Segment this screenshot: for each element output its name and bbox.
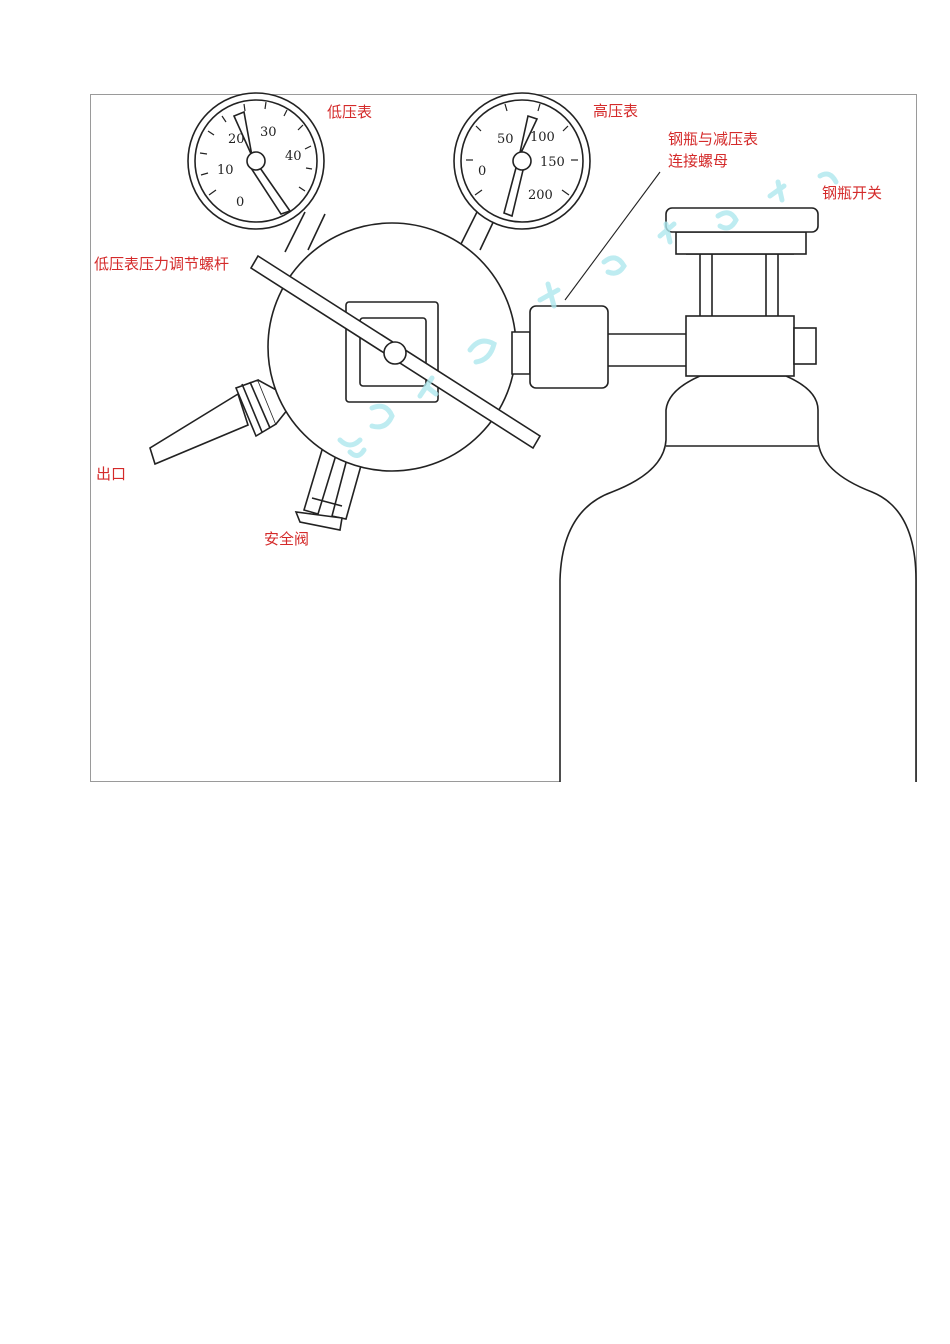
cylinder-pipe xyxy=(608,333,686,367)
label-adjust-screw: 低压表压力调节螺杆 xyxy=(94,255,229,273)
label-safety-valve: 安全阀 xyxy=(264,530,309,548)
high-gauge-tick-labels: 0 50 100 150 200 xyxy=(478,130,565,203)
high-tick-150: 150 xyxy=(540,155,565,170)
high-tick-0: 0 xyxy=(478,164,486,179)
label-connect-nut-line1: 钢瓶与减压表 xyxy=(668,130,758,148)
low-pressure-gauge xyxy=(187,92,325,230)
low-tick-30: 30 xyxy=(260,125,277,140)
low-tick-20: 20 xyxy=(228,132,245,147)
high-pressure-gauge xyxy=(453,92,591,230)
connect-nut-leader-line xyxy=(564,171,661,301)
watermark xyxy=(337,171,839,458)
outlet-nozzle xyxy=(149,378,294,466)
connector-pipe xyxy=(511,331,531,375)
high-tick-200: 200 xyxy=(528,188,553,203)
low-tick-0: 0 xyxy=(236,195,244,210)
high-tick-50: 50 xyxy=(497,132,514,147)
connecting-nut xyxy=(529,305,609,389)
adjust-screw-handle xyxy=(249,254,542,450)
label-high-gauge: 高压表 xyxy=(593,102,638,120)
low-tick-40: 40 xyxy=(285,149,302,164)
safety-valve-shape xyxy=(294,449,363,531)
label-cylinder-switch: 钢瓶开关 xyxy=(822,184,882,202)
low-tick-10: 10 xyxy=(217,163,234,178)
high-tick-100: 100 xyxy=(530,130,555,145)
gas-cylinder xyxy=(559,207,917,782)
low-gauge-stem xyxy=(284,211,326,253)
low-gauge-tick-labels: 0 10 20 30 40 xyxy=(217,125,302,210)
label-low-gauge: 低压表 xyxy=(327,103,372,121)
label-outlet: 出口 xyxy=(96,465,126,483)
label-connect-nut-line2: 连接螺母 xyxy=(668,152,728,170)
